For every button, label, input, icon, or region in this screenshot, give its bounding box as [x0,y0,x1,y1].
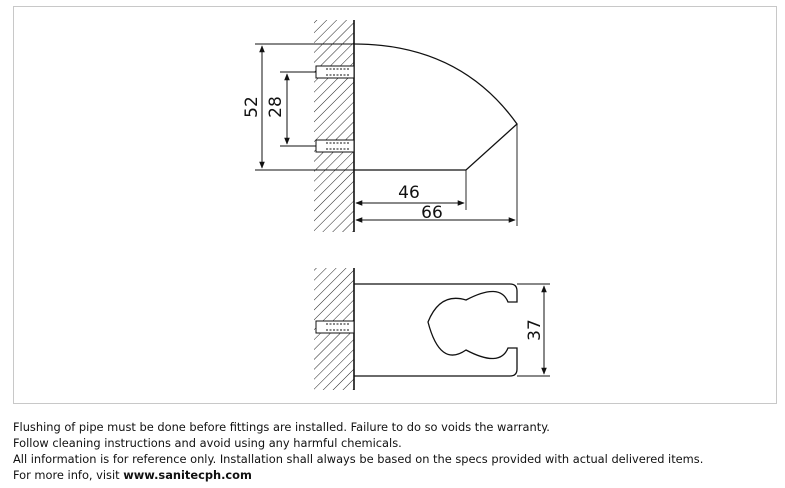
holder-profile-side [353,43,518,171]
website-link[interactable]: www.sanitecph.com [123,468,252,482]
note-more-info: For more info, visit www.sanitecph.com [13,467,773,483]
dimension-label-28: 28 [266,96,286,118]
more-info-prefix: For more info, visit [13,468,124,482]
wall-hatch-side [314,20,354,232]
top-view: 37 [314,268,550,390]
notes-block: Flushing of pipe must be done before fit… [13,419,773,483]
screw-lower [315,139,355,153]
note-flushing: Flushing of pipe must be done before fit… [13,420,550,434]
dimension-label-46: 46 [398,183,420,203]
holder-outline-top [354,283,518,377]
side-view: 52 28 46 66 [242,20,518,232]
screw-top-view [315,320,355,334]
dimension-label-37: 37 [525,319,545,341]
screw-upper [315,65,355,79]
dimension-label-52: 52 [242,96,262,118]
note-cleaning: Follow cleaning instructions and avoid u… [13,436,402,450]
note-reference: All information is for reference only. I… [13,452,704,466]
dimension-label-66: 66 [421,203,443,223]
